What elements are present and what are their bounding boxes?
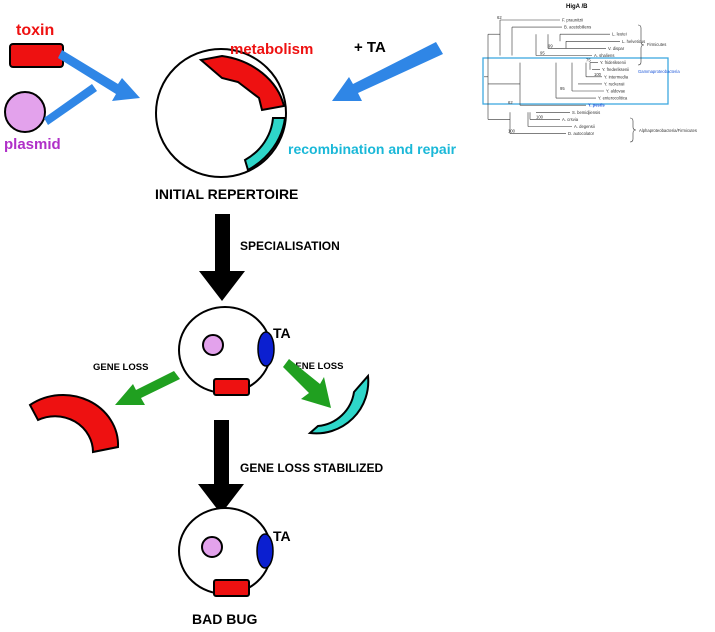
plasmid-circle: [4, 91, 46, 133]
tree-bootstrap-value: 99: [548, 43, 553, 48]
specialisation-label: SPECIALISATION: [240, 239, 340, 253]
initial-repertoire-label: INITIAL REPERTOIRE: [155, 186, 298, 202]
lost-recombination-fragment: [307, 373, 370, 435]
tree-bootstrap-value: 62: [497, 15, 502, 20]
specialisation-arrow: [199, 214, 245, 301]
metabolism-segment: [198, 54, 286, 112]
tree-taxon-label: Y. frideriksenii: [600, 60, 626, 65]
bad-bug-ta: [256, 533, 274, 569]
toxin-label: toxin: [16, 22, 54, 39]
tree-taxon-label: L. leutei: [612, 32, 627, 37]
middle-bug-ta: [257, 331, 275, 367]
merge-arrow-blue: [44, 50, 140, 125]
bad-bug-ta-label: TA: [273, 528, 291, 544]
middle-bug-toxin: [213, 378, 250, 396]
tree-bootstrap-value: 100: [536, 114, 544, 119]
tree-bootstrap-value: 95: [540, 51, 545, 56]
tree-bootstrap-value: 75: [586, 58, 591, 63]
tree-taxon-label: Y. pestis: [588, 103, 605, 108]
tree-bootstrap-value: 100: [508, 129, 516, 134]
plasmid-label: plasmid: [4, 136, 61, 153]
tree-title: HigA /B: [566, 4, 588, 10]
tree-bootstrap-value: 62: [508, 100, 513, 105]
phylogenetic-tree: HigA /B F. praunitzii B. acetobiliens L. l…: [482, 4, 697, 143]
tree-taxon-label: Y. intermedia: [604, 74, 629, 79]
tree-bootstrap-value: 95: [560, 86, 565, 91]
recombination-label: recombination and repair: [288, 141, 457, 157]
lost-metabolism-fragment: [28, 393, 120, 454]
tree-group-firmicutes: Firmicutes: [647, 42, 666, 47]
tree-group-alpha: Alphaproteobacteria/Firmicutes: [639, 128, 697, 133]
gene-loss-left-arrow: [115, 371, 180, 405]
gene-loss-right-label: GENE LOSS: [288, 361, 343, 372]
tree-taxon-label: V. dispar: [608, 46, 625, 51]
tree-taxon-label: Y. ruckeraii: [604, 81, 624, 86]
tree-bootstrap-value: 100: [594, 72, 602, 77]
tree-taxon-label: A. crsvia: [562, 117, 579, 122]
tree-taxon-label: Y. aldovae: [606, 89, 626, 94]
tree-taxon-label: F. praunitzii: [562, 18, 583, 23]
plus-ta-label: + TA: [354, 39, 386, 56]
gene-loss-stabilized-label: GENE LOSS STABILIZED: [240, 461, 383, 475]
middle-bug-plasmid: [202, 334, 224, 356]
gene-loss-stabilized-arrow: [198, 420, 244, 514]
bad-bug-label: BAD BUG: [192, 611, 257, 627]
toxin-block: [9, 43, 64, 68]
tree-taxon-label: B. acetobiliens: [564, 25, 591, 30]
metabolism-label: metabolism: [230, 41, 313, 58]
recombination-segment: [243, 117, 287, 172]
tree-taxon-label: A. shaliens: [594, 53, 614, 58]
tree-highlight-box: [482, 57, 669, 105]
gene-loss-left-label: GENE LOSS: [93, 362, 148, 373]
ta-arrow-blue: [332, 42, 443, 101]
bad-bug-toxin: [213, 579, 250, 597]
middle-ta-label: TA: [273, 325, 291, 341]
gene-loss-right-arrow: [283, 359, 331, 408]
bad-bug-plasmid: [201, 536, 223, 558]
tree-taxon-label: S. bemidjiensis: [572, 110, 600, 115]
tree-taxon-label: Y. enterocolitica: [598, 96, 628, 101]
tree-group-gamma: Gammaproteobacteria: [638, 69, 680, 74]
tree-taxon-label: Y. frederiksenii: [602, 67, 629, 72]
tree-taxon-label: A. degensii: [574, 124, 595, 129]
tree-taxon-label: D. autocolator: [568, 131, 595, 136]
tree-taxon-label: L. helveticus: [622, 39, 645, 44]
